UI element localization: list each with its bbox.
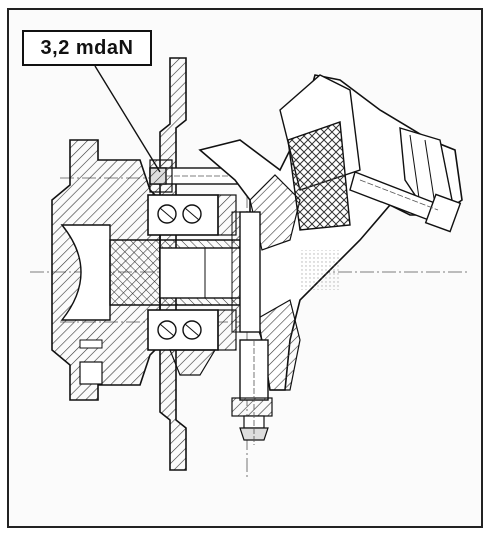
steering-knuckle bbox=[198, 74, 463, 391]
hub-shaft bbox=[109, 239, 241, 306]
clamp-bolt bbox=[349, 171, 462, 233]
torque-leader bbox=[94, 65, 161, 173]
wheel-hub bbox=[51, 139, 161, 401]
ball-joint bbox=[231, 339, 273, 445]
lower-bearing bbox=[147, 309, 237, 376]
torque-label: 3,2 mdaN bbox=[22, 30, 152, 66]
backing-plate bbox=[231, 211, 261, 333]
upper-bearing bbox=[147, 194, 237, 236]
casting-texture bbox=[300, 250, 340, 290]
